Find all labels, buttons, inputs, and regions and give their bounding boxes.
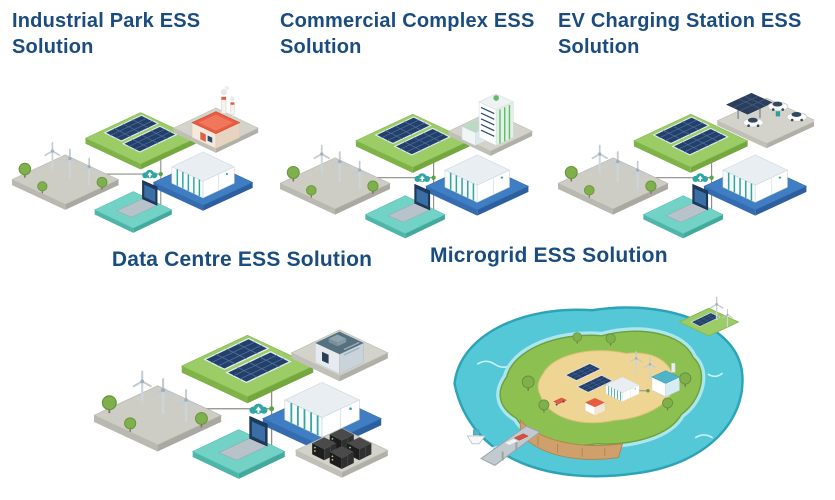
commercial-complex-title: Commercial Complex ESS Solution <box>280 10 535 58</box>
panel-industrial-park-ess: Industrial Park ESS Solution <box>12 8 260 238</box>
cliff-strata <box>537 436 606 457</box>
industrial-park-illustration <box>12 85 259 238</box>
panel-commercial-complex-ess: Commercial Complex ESS Solution <box>280 8 544 244</box>
microgrid-title: Microgrid ESS Solution <box>430 244 668 267</box>
microgrid-island-illustration <box>453 296 744 478</box>
data-centre-title: Data Centre ESS Solution <box>111 248 373 271</box>
pier-icon <box>480 425 541 467</box>
commercial-complex-illustration <box>280 93 533 244</box>
ev-charging-station-illustration <box>558 62 814 244</box>
panel-data-centre-ess: Data Centre ESS Solution <box>92 246 392 486</box>
panel-ev-charging-station-ess: EV Charging Station ESS Solution <box>558 8 824 244</box>
cliff <box>519 419 624 461</box>
sand-area <box>537 350 674 424</box>
panel-microgrid-ess: Microgrid ESS Solution <box>430 242 765 497</box>
ev-charging-station-title: EV Charging Station ESS Solution <box>558 10 802 58</box>
offshore-renewables-icon <box>678 296 740 337</box>
truck-icon <box>553 397 568 406</box>
power-house-icon <box>651 363 681 398</box>
industrial-park-title: Industrial Park ESS Solution <box>12 10 201 58</box>
boat-icon <box>466 430 486 445</box>
data-centre-illustration <box>94 329 389 485</box>
